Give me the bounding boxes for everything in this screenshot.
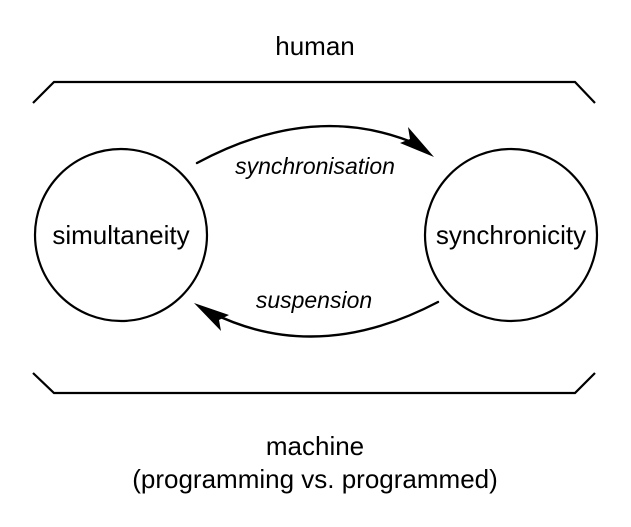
edge-label-synchronisation: synchronisation (235, 153, 395, 179)
edge-arrowhead-synchronisation (400, 127, 434, 157)
node-circle-simultaneity (33, 147, 209, 323)
top-caption-human: human (275, 31, 355, 61)
top-bracket (32, 80, 596, 104)
edge-label-suspension: suspension (256, 287, 372, 313)
edge-arrow-suspension-curve (210, 300, 440, 338)
node-label-simultaneity: simultaneity (52, 220, 189, 250)
edge-arrowhead-suspension (194, 303, 229, 331)
bottom-bracket (32, 372, 596, 395)
bottom-caption-machine: machine (266, 431, 364, 461)
node-label-synchronicity: synchronicity (436, 220, 586, 250)
node-circle-synchronicity (423, 147, 599, 323)
bottom-caption-parenthetical: (programming vs. programmed) (132, 464, 498, 494)
edge-arrow-synchronisation-curve (195, 124, 423, 165)
